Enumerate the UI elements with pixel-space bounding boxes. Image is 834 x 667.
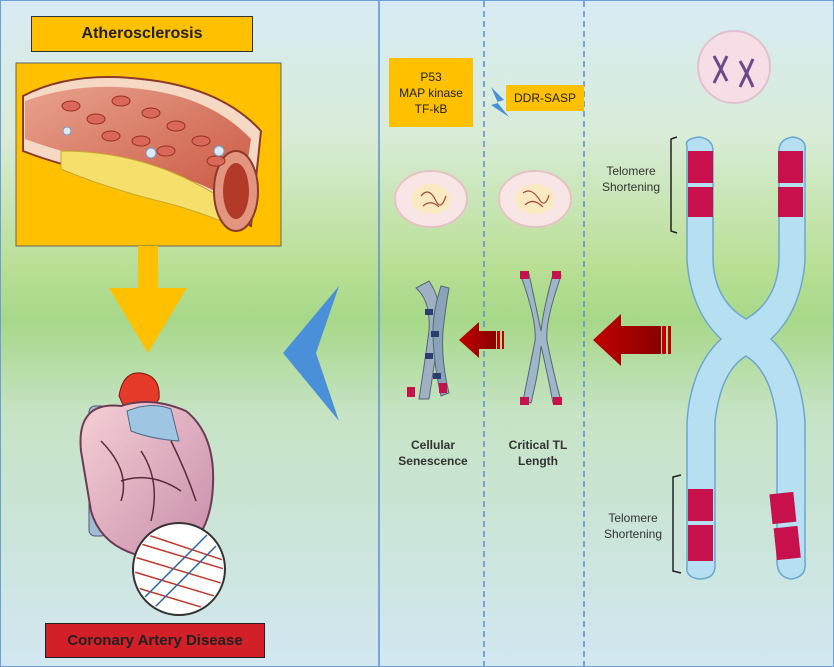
nucleus-icon <box>394 170 468 228</box>
ddr-sasp-box: DDR-SASP <box>506 85 584 111</box>
heart-illustration <box>79 372 226 616</box>
critical-tl-length-label: Critical TL Length <box>499 437 577 469</box>
map-kinase-text: MAP kinase <box>399 85 463 100</box>
telomere-shortening-bottom-label: Telomere Shortening <box>597 510 669 542</box>
large-chromosome <box>685 136 806 580</box>
atherosclerosis-label: Atherosclerosis <box>31 16 253 52</box>
cellular-senescence-label: Cellular Senescence <box>393 437 473 469</box>
senescent-chromosome <box>407 280 450 400</box>
shortening-text: Shortening <box>601 180 661 194</box>
blood-vessel-plaque <box>22 76 263 232</box>
nucleus-icon <box>498 170 572 228</box>
lightning-icon <box>491 87 509 117</box>
down-arrow <box>109 246 187 353</box>
cad-text: Coronary Artery Disease <box>67 632 243 649</box>
critical-tl-text: Critical TL <box>508 438 568 452</box>
length-text: Length <box>518 454 558 468</box>
telomere-text: Telomere <box>608 511 658 525</box>
ddr-sasp-text: DDR-SASP <box>513 91 576 105</box>
red-arrow-large <box>593 314 671 366</box>
xx-chromosome-icon <box>697 30 771 104</box>
p53-pathway-box: P53 MAP kinase TF-kB <box>389 58 473 127</box>
critical-tl-chromosome <box>520 271 562 405</box>
coronary-artery-disease-label: Coronary Artery Disease <box>45 623 265 658</box>
tf-kb-text: TF-kB <box>414 101 448 116</box>
chevron-left-arrow <box>283 286 339 421</box>
shortening-text: Shortening <box>603 527 663 541</box>
telomere-shortening-top-label: Telomere Shortening <box>595 163 667 195</box>
bracket-top <box>670 136 678 234</box>
p53-text: P53 <box>420 69 442 84</box>
senescence-text: Senescence <box>398 454 468 468</box>
telomere-text: Telomere <box>606 164 656 178</box>
atherosclerosis-text: Atherosclerosis <box>81 25 203 42</box>
cellular-text: Cellular <box>410 438 455 452</box>
red-arrow-small <box>459 322 504 358</box>
bracket-bottom <box>672 474 682 574</box>
